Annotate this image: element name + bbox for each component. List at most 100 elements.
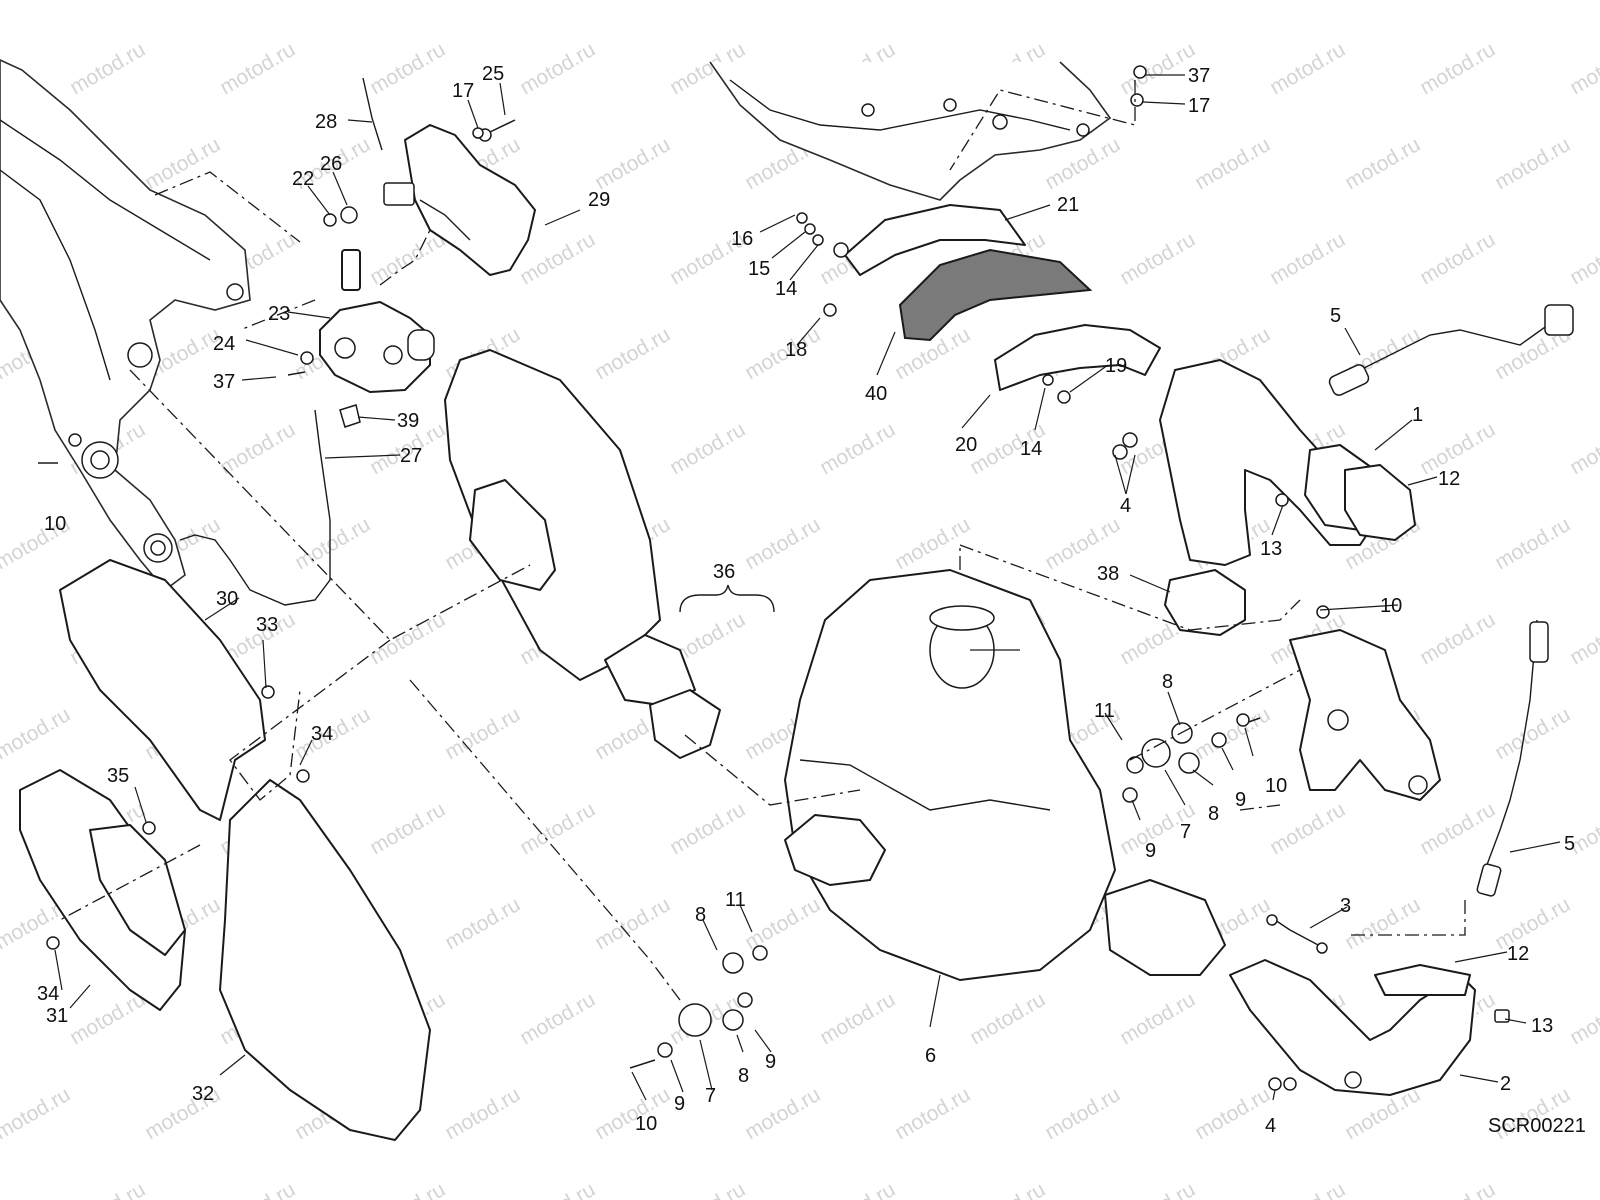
callout-leaders bbox=[54, 74, 1561, 1101]
watermark-text: motod.ru bbox=[1416, 38, 1499, 99]
watermark-text: motod.ru bbox=[591, 323, 674, 384]
watermark-text: motod.ru bbox=[1266, 1178, 1349, 1200]
callout-label: 19 bbox=[1105, 355, 1127, 377]
watermark-text: motod.ru bbox=[1191, 0, 1274, 4]
callout-label: 28 bbox=[315, 111, 337, 133]
watermark-text: motod.ru bbox=[741, 323, 824, 384]
watermark-text: motod.ru bbox=[1191, 133, 1274, 194]
callout-label: 7 bbox=[705, 1085, 716, 1107]
callout-label: 31 bbox=[46, 1005, 68, 1027]
watermark-text: motod.ru bbox=[666, 798, 749, 859]
callout-label: 13 bbox=[1260, 538, 1282, 560]
callout-label: 10 bbox=[1380, 595, 1402, 617]
callout-label: 35 bbox=[107, 765, 129, 787]
watermark-text: motod.ru bbox=[1566, 988, 1600, 1049]
watermark-text: motod.ru bbox=[516, 798, 599, 859]
callout-label: 15 bbox=[748, 258, 770, 280]
watermark-text: motod.ru bbox=[591, 1083, 674, 1144]
rear-frame bbox=[0, 59, 251, 592]
callout-label: 14 bbox=[775, 278, 797, 300]
watermark-text: motod.ru bbox=[1116, 988, 1199, 1049]
watermark-text: motod.ru bbox=[441, 703, 524, 764]
watermark-text: motod.ru bbox=[441, 893, 524, 954]
callout-label: 20 bbox=[955, 434, 977, 456]
callout-label: 12 bbox=[1438, 468, 1460, 490]
callout-label: 21 bbox=[1057, 194, 1079, 216]
watermark-text: motod.ru bbox=[741, 893, 824, 954]
callout-label: 8 bbox=[1208, 803, 1219, 825]
watermark-text: motod.ru bbox=[516, 38, 599, 99]
watermark-text: motod.ru bbox=[366, 608, 449, 669]
valve-cover bbox=[383, 124, 536, 276]
watermark-text: motod.ru bbox=[0, 703, 74, 764]
watermark-text: motod.ru bbox=[1341, 0, 1424, 4]
watermark-text: motod.ru bbox=[1341, 893, 1424, 954]
heat-shield-upper bbox=[823, 204, 1161, 391]
callout-label: 10 bbox=[635, 1113, 657, 1135]
heat-guard-30 bbox=[59, 559, 266, 821]
callout-label: 16 bbox=[731, 228, 753, 250]
callout-label: 6 bbox=[925, 1045, 936, 1067]
watermark-text: motod.ru bbox=[1341, 133, 1424, 194]
callout-label: 8 bbox=[1162, 671, 1173, 693]
watermark-text: motod.ru bbox=[291, 0, 374, 4]
misc-fasteners bbox=[46, 65, 1330, 950]
callout-label: 2 bbox=[1500, 1073, 1511, 1095]
callout-label: 33 bbox=[256, 614, 278, 636]
drawing-code: SCR00221 bbox=[1488, 1115, 1586, 1137]
watermark-text: motod.ru bbox=[66, 1178, 149, 1200]
watermark-text: motod.ru bbox=[816, 988, 899, 1049]
callout-label: 34 bbox=[37, 983, 59, 1005]
exhaust-valve-actuator bbox=[319, 249, 435, 428]
watermark-text: motod.ru bbox=[441, 0, 524, 4]
callout-label: 1 bbox=[1412, 404, 1423, 426]
heat-guard-32 bbox=[219, 779, 431, 1141]
watermark-text: motod.ru bbox=[1491, 893, 1574, 954]
watermark-text: motod.ru bbox=[816, 1178, 899, 1200]
callout-label: 27 bbox=[400, 445, 422, 467]
assembly-lines bbox=[59, 80, 1466, 1001]
watermark-text: motod.ru bbox=[1116, 1178, 1199, 1200]
watermark-text: motod.ru bbox=[141, 0, 224, 4]
watermark-text: motod.ru bbox=[891, 513, 974, 574]
watermark-text: motod.ru bbox=[666, 1178, 749, 1200]
callout-label: 9 bbox=[1145, 840, 1156, 862]
callout-label: 18 bbox=[785, 339, 807, 361]
callout-label: 10 bbox=[1265, 775, 1287, 797]
watermark-text: motod.ru bbox=[1191, 703, 1274, 764]
watermark-text: motod.ru bbox=[1416, 798, 1499, 859]
callout-label: 29 bbox=[588, 189, 610, 211]
watermark-text: motod.ru bbox=[0, 0, 74, 4]
watermark-text: motod.ru bbox=[741, 0, 824, 4]
watermark-text: motod.ru bbox=[1566, 1178, 1600, 1200]
callout-label: 5 bbox=[1564, 833, 1575, 855]
watermark-text: motod.ru bbox=[0, 1083, 74, 1144]
watermark-text: motod.ru bbox=[891, 0, 974, 4]
watermark-text: motod.ru bbox=[1491, 0, 1574, 4]
watermark-text: motod.ru bbox=[516, 1178, 599, 1200]
watermark-text: motod.ru bbox=[141, 133, 224, 194]
watermark-text: motod.ru bbox=[216, 1178, 299, 1200]
callout-label: 13 bbox=[1531, 1015, 1553, 1037]
callout-label: 17 bbox=[452, 80, 474, 102]
watermark-text: motod.ru bbox=[1566, 418, 1600, 479]
watermark-text: motod.ru bbox=[1116, 38, 1199, 99]
watermark-text: motod.ru bbox=[1491, 703, 1574, 764]
rear-exhaust-pipe bbox=[1229, 914, 1510, 1096]
callout-label: 39 bbox=[397, 410, 419, 432]
callout-label: 34 bbox=[311, 723, 333, 745]
front-exhaust-pipe bbox=[1159, 359, 1416, 636]
watermark-text: motod.ru bbox=[1416, 1178, 1499, 1200]
watermark-text: motod.ru bbox=[1266, 798, 1349, 859]
watermark-text: motod.ru bbox=[516, 988, 599, 1049]
watermark-text: motod.ru bbox=[216, 418, 299, 479]
watermark-text: motod.ru bbox=[1266, 228, 1349, 289]
watermark-text: motod.ru bbox=[1566, 38, 1600, 99]
callout-label: 9 bbox=[765, 1051, 776, 1073]
callout-label: 7 bbox=[1180, 821, 1191, 843]
callout-label: 30 bbox=[216, 588, 238, 610]
lambda-sensor-upper bbox=[1328, 304, 1574, 396]
watermark-text: motod.ru bbox=[366, 38, 449, 99]
watermark-text: motod.ru bbox=[366, 798, 449, 859]
